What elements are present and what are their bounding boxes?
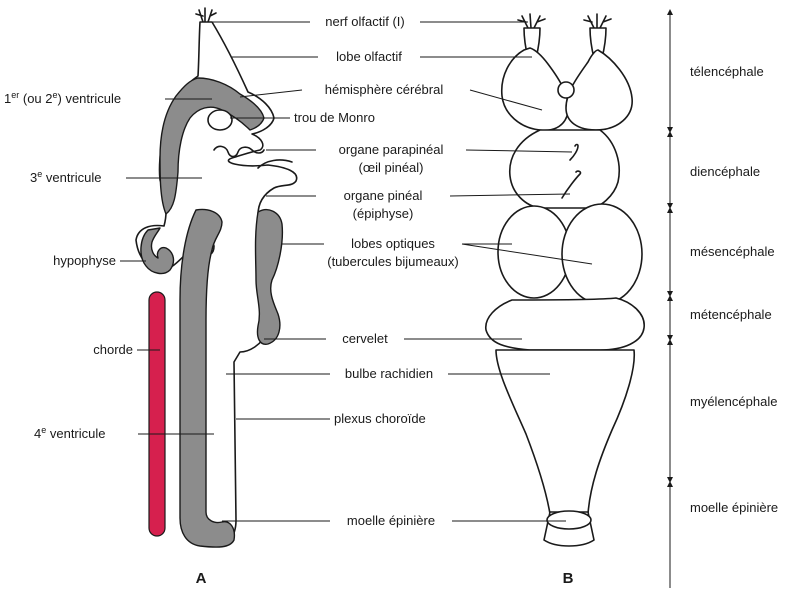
cerebellum-b [486, 298, 644, 350]
label-lobes-optiques-2: (tubercules bijumeaux) [327, 254, 459, 269]
label-parapineal-2: (œil pinéal) [358, 160, 423, 175]
label-hypophyse: hypophyse [53, 253, 116, 268]
diencephalon-b [510, 130, 619, 208]
label-hemisphere: hémisphère cérébral [325, 82, 444, 97]
label-lobe-olfactif: lobe olfactif [336, 49, 402, 64]
label-lobes-optiques-1: lobes optiques [351, 236, 435, 251]
region-telencephale: télencéphale [690, 64, 764, 79]
center-labels: nerf olfactif (I) lobe olfactif hémisphè… [294, 14, 459, 528]
panel-b-label: B [563, 570, 574, 587]
region-diencephale: diencéphale [690, 164, 760, 179]
label-chorde: chorde [93, 342, 133, 357]
label-ventricule-1: 1er (ou 2e) ventricule [4, 90, 121, 106]
left-labels: 1er (ou 2e) ventricule 3e ventricule hyp… [4, 90, 133, 441]
label-pineal-1: organe pinéal [344, 188, 423, 203]
notochord [149, 292, 165, 536]
panel-a-label: A [196, 570, 207, 587]
label-cervelet: cervelet [342, 331, 388, 346]
label-moelle: moelle épinière [347, 513, 435, 528]
hemisphere-right [566, 50, 632, 130]
label-bulbe: bulbe rachidien [345, 366, 433, 381]
figure-b: B [486, 14, 644, 587]
label-nerf-olfactif: nerf olfactif (I) [325, 14, 404, 29]
olfactory-nerve-b-left [518, 14, 545, 28]
label-plexus: plexus choroïde [334, 411, 426, 426]
label-ventricule-3: 3e ventricule [30, 169, 102, 185]
label-pineal-2: (épiphyse) [353, 206, 414, 221]
label-ventricule-4: 4e ventricule [34, 425, 106, 441]
olfactory-nerve-a [196, 8, 216, 22]
label-trou-monro: trou de Monro [294, 110, 375, 125]
olfactory-nerve-b-right [584, 14, 611, 28]
foramen-monro [208, 110, 232, 130]
hemisphere-notch [558, 82, 574, 98]
label-parapineal-1: organe parapinéal [339, 142, 444, 157]
region-myelencephale: myélencéphale [690, 394, 777, 409]
spinal-cord-section [547, 511, 591, 529]
optic-lobe-a [256, 210, 283, 345]
figure-a: A [136, 8, 297, 587]
region-scale: télencéphale diencéphale mésencéphale mé… [670, 12, 778, 588]
region-mesencephale: mésencéphale [690, 244, 775, 259]
optic-lobe-right-b [562, 204, 642, 304]
region-metencephale: métencéphale [690, 307, 772, 322]
region-moelle: moelle épinière [690, 500, 778, 515]
medulla-b [496, 350, 634, 514]
optic-lobe-left-b [498, 206, 570, 298]
